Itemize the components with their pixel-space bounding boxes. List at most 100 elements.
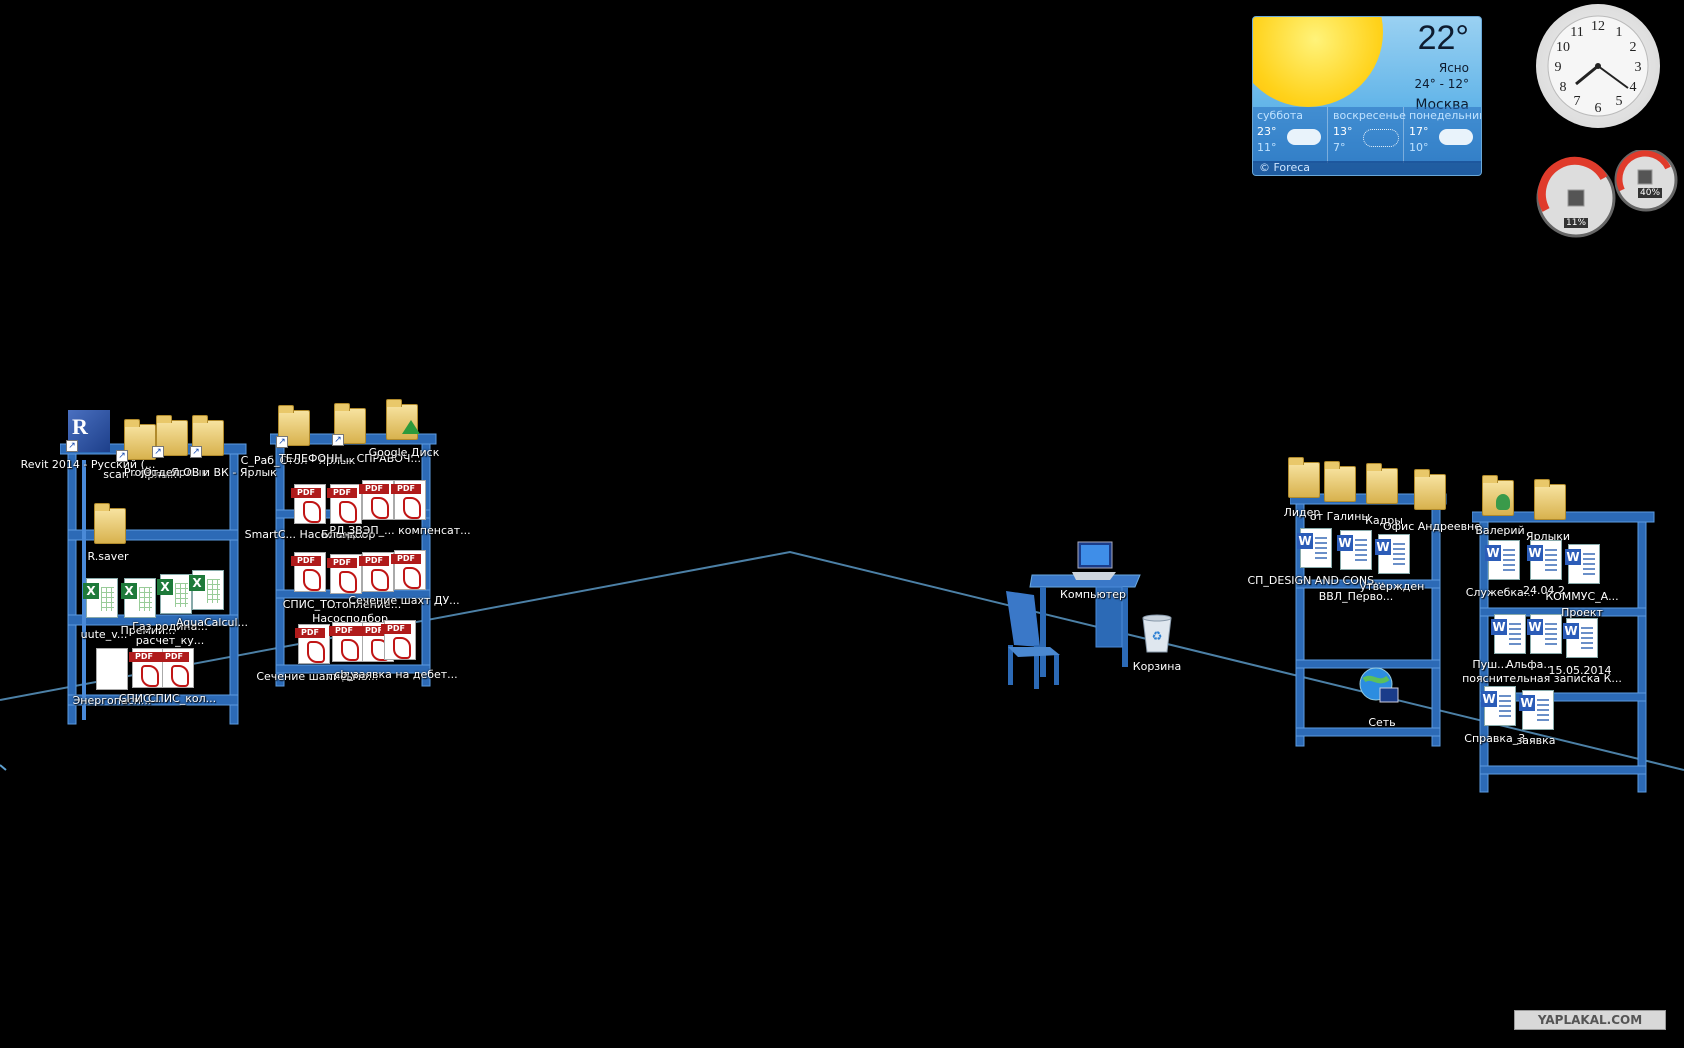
forecast-high: 17° (1409, 125, 1429, 138)
shortcut-arrow-icon: ↗ (190, 446, 202, 458)
rain-icon (1363, 129, 1399, 147)
clock-numeral: 1 (1616, 25, 1623, 40)
clock-numeral: 3 (1635, 60, 1642, 75)
forecast-day-name: суббота (1257, 109, 1304, 122)
clock-face: 12 1 2 3 4 5 6 7 8 9 10 11 (1547, 15, 1649, 117)
forecast-high: 23° (1257, 125, 1277, 138)
pdf-file-icon: PDF (291, 484, 326, 524)
shortcut-arrow-icon: ↗ (332, 434, 344, 446)
folder-icon (1366, 463, 1398, 504)
icon-label: Ярлыки (1525, 530, 1571, 543)
icon-label: scan - Ярлык (103, 468, 177, 481)
network-globe-icon (1359, 667, 1399, 703)
icon-label: AquaCalcul... (175, 616, 249, 629)
pdf-file-icon: PDF (159, 648, 194, 688)
svg-text:♻: ♻ (1152, 629, 1163, 643)
weather-gadget[interactable]: 22° Ясно 24° - 12° Москва суббота 23° 11… (1252, 16, 1482, 176)
forecast-day-name: понедельник (1409, 109, 1482, 122)
file-icon (96, 648, 128, 690)
icon-label: Лидер (1283, 506, 1321, 519)
excel-file-icon: X (121, 578, 156, 618)
weather-temperature: 22° (1417, 19, 1469, 57)
clock-hour-hand (1575, 64, 1599, 86)
pdf-file-icon: PDF (327, 554, 362, 594)
folder-icon (1414, 469, 1446, 510)
clock-numeral: 10 (1556, 40, 1570, 55)
folder-icon (94, 503, 126, 544)
sun-icon (1253, 17, 1383, 107)
excel-file-icon: X (189, 570, 224, 610)
icon-label-sub: Проект (1561, 606, 1603, 619)
shortcut-arrow-icon: ↗ (276, 436, 288, 448)
word-file-icon: W (1485, 540, 1520, 580)
icon-label: Справка_3... (1464, 732, 1536, 745)
icon-label: письмо... (325, 670, 379, 683)
forecast-low: 7° (1333, 141, 1346, 154)
icon-label: Google Диск (368, 446, 440, 459)
clock-numeral: 5 (1616, 94, 1623, 109)
word-file-icon: W (1519, 690, 1554, 730)
word-file-icon: W (1527, 540, 1562, 580)
icon-label: Валерий (1475, 524, 1525, 537)
word-file-icon: W (1337, 530, 1372, 570)
icon-label: Компьютер (1060, 588, 1126, 601)
icon-label: Кадры (1365, 514, 1403, 527)
icon-label: uute_v... (80, 628, 128, 641)
forecast-day-name: воскресенье (1333, 109, 1406, 122)
icon-label: 15.05.2014 (1548, 664, 1612, 677)
forecast-high: 13° (1333, 125, 1353, 138)
icon-label: R.saver (87, 550, 129, 563)
clock-gadget[interactable]: 12 1 2 3 4 5 6 7 8 9 10 11 (1536, 4, 1660, 128)
icon-label: Сеть (1368, 716, 1396, 729)
shortcut-arrow-icon: ↗ (66, 440, 78, 452)
cloud-icon (1287, 129, 1321, 145)
folder-icon (124, 419, 156, 460)
icon-label: КОММУС_А... (1545, 590, 1619, 603)
icon-label: Альфа... (1506, 658, 1554, 671)
cpu-meter-gadget[interactable]: 11% 40% (1534, 148, 1684, 240)
pdf-file-icon: PDF (391, 550, 426, 590)
weather-provider-link[interactable]: © Foreca (1253, 161, 1481, 175)
weather-range: 24° - 12° (1414, 77, 1470, 91)
pdf-file-icon: PDF (291, 552, 326, 592)
icon-label: Projec... Ярлык (123, 466, 209, 479)
google-drive-icon (402, 420, 420, 434)
icon-label-sub: Насосподбор (312, 612, 388, 625)
recycle-bin-icon: ♻ (1142, 614, 1172, 653)
icon-label: Пуш... (1472, 658, 1508, 671)
word-file-icon: W (1565, 544, 1600, 584)
pdf-file-icon: PDF (359, 552, 394, 592)
forecast-day: понедельник 17° 10° (1405, 107, 1482, 163)
clock-numeral: 9 (1555, 60, 1562, 75)
icon-label: Служебка... (1465, 586, 1535, 599)
icon-label: от Галины (1309, 510, 1371, 523)
icon-label-note: расчет_ку... (135, 634, 205, 647)
forecast-day: суббота 23° 11° (1253, 107, 1328, 163)
folder-icon (1534, 479, 1566, 520)
forecast-low: 11° (1257, 141, 1277, 154)
weather-forecast: суббота 23° 11° воскресенье 13° 7° понед… (1253, 107, 1481, 163)
icon-label: C_Раб_Стол - Ярлык (240, 454, 356, 467)
word-file-icon: W (1527, 614, 1562, 654)
icon-label: ВВЛ_Перво... (1318, 590, 1394, 603)
excel-file-icon: X (157, 574, 192, 614)
clock-numeral: 7 (1574, 94, 1581, 109)
word-file-icon: W (1563, 618, 1598, 658)
pdf-file-icon: PDF (359, 480, 394, 520)
folder-icon (1288, 457, 1320, 498)
icon-label: СПИС... (118, 692, 162, 705)
clock-numeral: 8 (1560, 80, 1567, 95)
shortcut-arrow-icon: ↗ (116, 450, 128, 462)
icon-label: заявка (1516, 734, 1556, 747)
pdf-file-icon: PDF (391, 480, 426, 520)
pdf-file-icon: PDF (327, 484, 362, 524)
desk-with-chair (1006, 574, 1141, 689)
icon-label: РД ЗВЭП_... компенсат... (329, 524, 471, 537)
icon-label: Корзина (1132, 660, 1182, 673)
icon-label: Отдел ОВ и ВК - Ярлык (143, 466, 277, 479)
icon-label: СПИС_Т... (282, 598, 338, 611)
clock-numeral: 2 (1630, 40, 1637, 55)
icon-label: SmartC... Насосподбор (244, 528, 376, 541)
word-file-icon: W (1297, 528, 1332, 568)
clock-minute-hand (1597, 65, 1629, 89)
